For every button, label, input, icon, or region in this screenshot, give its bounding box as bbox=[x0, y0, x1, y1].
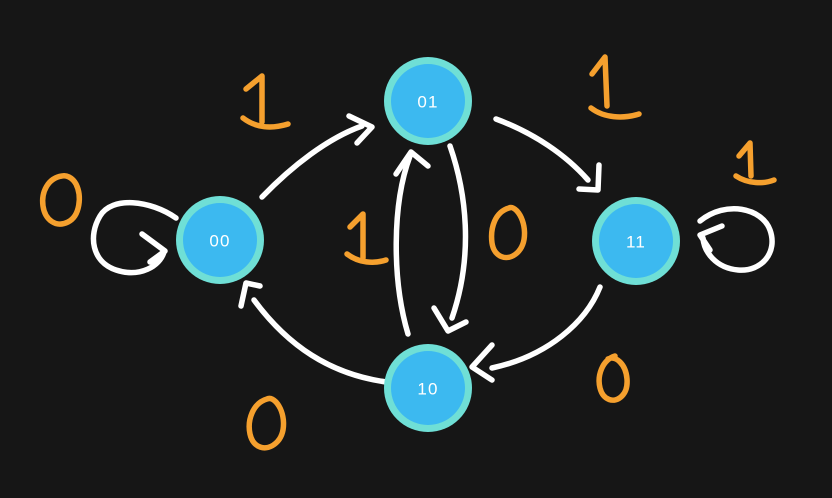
edge-01-to-11-path bbox=[493, 116, 591, 183]
edge-11-to-11-arrowhead bbox=[697, 223, 725, 253]
edge-11-to-11[interactable] bbox=[697, 206, 775, 273]
edge-11-to-10-arrowhead bbox=[469, 342, 495, 383]
edge-label-00-to-01-glyph-1-stem bbox=[243, 73, 265, 125]
edge-10-to-00[interactable] bbox=[238, 280, 389, 385]
edge-label-10-to-01-glyph-1-stem bbox=[347, 211, 366, 261]
edge-label-10-to-00 bbox=[246, 395, 287, 451]
edge-00-to-00-path bbox=[90, 200, 179, 276]
edge-label-10-to-01 bbox=[344, 211, 389, 265]
state-node-00[interactable]: 00 bbox=[176, 196, 264, 284]
edge-11-to-11-path bbox=[697, 206, 775, 273]
state-node-10[interactable]: 10 bbox=[384, 344, 472, 432]
edge-10-to-01-path bbox=[393, 153, 413, 337]
edge-10-to-01-arrowhead bbox=[393, 149, 431, 177]
edge-11-to-10-path bbox=[489, 284, 603, 371]
edge-01-to-11[interactable] bbox=[493, 116, 602, 193]
edge-label-00-to-01-glyph-1-base bbox=[240, 115, 291, 130]
state-node-11-fill bbox=[599, 204, 673, 278]
state-node-01-label: 01 bbox=[417, 93, 438, 112]
edge-01-to-10-arrowhead bbox=[431, 305, 469, 334]
edge-01-to-10[interactable] bbox=[431, 143, 469, 334]
edge-label-00-to-00 bbox=[39, 173, 83, 227]
edge-label-01-to-11 bbox=[588, 54, 642, 120]
edge-10-to-00-arrowhead bbox=[238, 280, 263, 309]
edge-label-11-to-10 bbox=[596, 353, 630, 403]
edge-00-to-01[interactable] bbox=[259, 113, 375, 200]
state-node-00-fill bbox=[183, 203, 257, 277]
edge-00-to-00-arrowhead bbox=[139, 231, 168, 265]
state-node-00-label: 00 bbox=[209, 232, 230, 251]
edge-label-01-to-11-glyph-1-stem bbox=[589, 54, 610, 109]
edge-01-to-11-arrowhead bbox=[576, 162, 602, 193]
edge-00-to-01-arrowhead bbox=[346, 113, 375, 146]
edge-label-11-to-11-glyph-1-stem bbox=[736, 140, 754, 179]
edge-label-10-to-01-glyph-1-base bbox=[344, 251, 389, 265]
edge-label-01-to-10 bbox=[488, 204, 528, 261]
edge-label-10-to-00-glyph-0 bbox=[246, 395, 287, 451]
state-node-10-fill bbox=[391, 351, 465, 425]
edge-00-to-00[interactable] bbox=[90, 200, 179, 276]
edge-label-00-to-00-glyph-0 bbox=[39, 173, 83, 227]
edge-label-01-to-10-glyph-0 bbox=[488, 204, 528, 261]
edge-01-to-10-path bbox=[447, 143, 469, 321]
edge-10-to-01[interactable] bbox=[393, 149, 431, 337]
edge-11-to-10[interactable] bbox=[469, 284, 603, 383]
state-node-11-label: 11 bbox=[626, 233, 646, 252]
edge-label-11-to-11 bbox=[733, 140, 777, 186]
state-node-01[interactable]: 01 bbox=[384, 57, 472, 145]
edge-label-11-to-10-glyph-0 bbox=[596, 353, 630, 403]
state-node-11[interactable]: 11 bbox=[592, 197, 680, 285]
edge-label-01-to-11-glyph-1-base bbox=[588, 105, 642, 120]
edge-label-11-to-11-glyph-1-base bbox=[733, 173, 777, 186]
edge-00-to-01-path bbox=[259, 123, 365, 200]
edge-10-to-00-path bbox=[251, 297, 389, 385]
state-node-10-label: 10 bbox=[417, 380, 438, 399]
state-node-01-fill bbox=[391, 64, 465, 138]
edge-label-00-to-01 bbox=[240, 73, 291, 130]
